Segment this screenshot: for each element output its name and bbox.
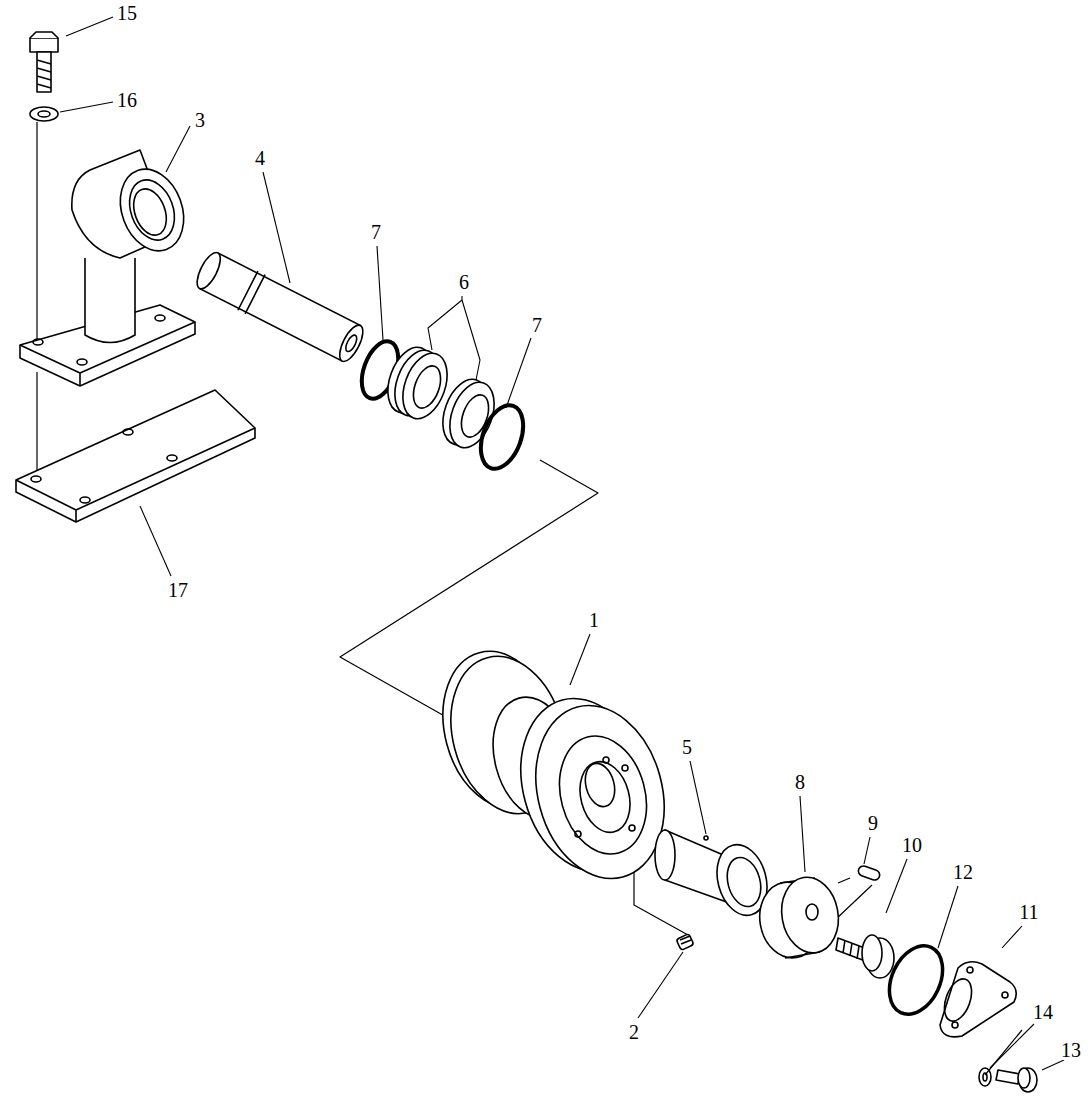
axis-line [37,122,1022,1075]
callout-number: 3 [194,110,206,130]
cover [939,962,1016,1037]
leader-line [60,17,1064,1070]
callout-number: 7 [531,315,543,335]
bushing [655,830,774,921]
track-roller [426,638,682,893]
callout-number: 11 [1018,902,1039,922]
callout-number: 2 [628,1022,640,1042]
callout-number: 14 [1032,1002,1054,1022]
callout-number: 7 [370,222,382,242]
callout-number: 17 [167,580,189,600]
washer [30,107,58,121]
callout-number: 10 [901,835,923,855]
pin [857,865,881,882]
callout-number: 9 [867,813,879,833]
shaft [192,247,369,366]
o-ring [473,399,531,474]
collar [754,873,844,963]
callout-number: 13 [1060,1040,1082,1060]
shim-plate [16,390,255,522]
callout-number: 4 [254,148,266,168]
callout-number: 12 [952,862,974,882]
callout-number: 16 [116,90,138,110]
washer [983,1073,987,1081]
bolt [30,32,58,92]
bolt [836,935,894,978]
callout-number: 5 [681,737,693,757]
callout-number: 8 [794,772,806,792]
callout-number: 6 [458,272,470,292]
plug [676,934,694,951]
bracket [20,150,195,386]
o-ring [879,937,953,1023]
washer [38,111,50,117]
bolt [996,1068,1037,1092]
washer [979,1068,991,1086]
callout-number: 15 [116,3,138,23]
callout-number: 1 [588,610,600,630]
